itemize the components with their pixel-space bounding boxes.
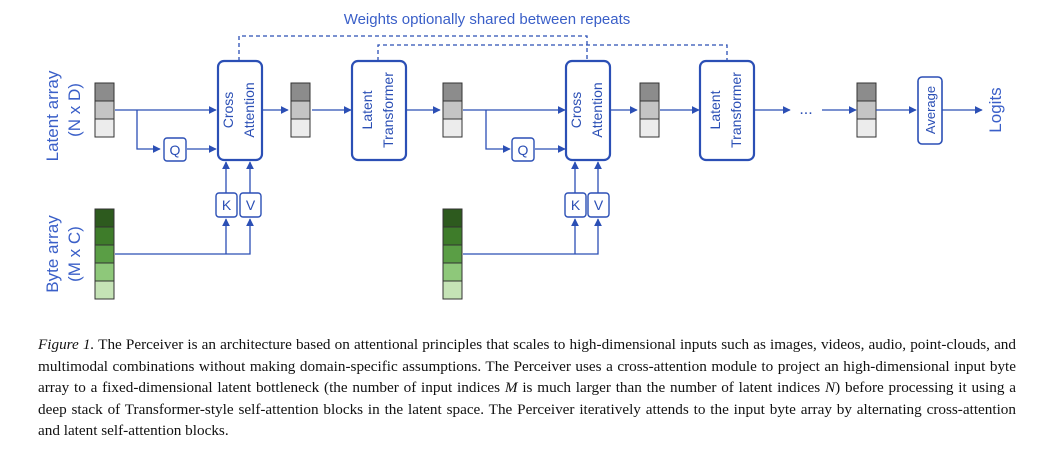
latent-array-1-cell (94, 118, 115, 138)
cross-attention-label-top: Cross (220, 92, 236, 129)
byte-array-1-cell (94, 226, 115, 246)
cross-attention-label-bottom: Attention (241, 82, 257, 137)
byte-array-2-cell (442, 244, 463, 264)
latent-array-side-label: Latent array (N x D) (43, 70, 84, 161)
latent-array-label: Latent array (43, 70, 62, 161)
latent-transformer-block-1: Latent Transformer (350, 59, 408, 162)
latent-array-3-cell (442, 82, 463, 102)
perceiver-architecture-diagram: Weights optionally shared between repeat… (43, 11, 1005, 300)
latent-array-4-cell (639, 100, 660, 120)
latent-array-1-cell (94, 100, 115, 120)
latent-array-2-cell (290, 118, 311, 138)
query-box-2: Q (511, 137, 535, 162)
key-label: K (222, 197, 232, 213)
latent-array-3-cell (442, 118, 463, 138)
latent-transformer-label-top: Latent (359, 90, 375, 129)
byte-array-1-cell (94, 262, 115, 282)
value-box (587, 192, 610, 218)
latent-array-5-cell (856, 100, 877, 120)
value-box (239, 192, 262, 218)
key-box (215, 192, 238, 218)
key-box (564, 192, 587, 218)
latent-array-4-cell (639, 82, 660, 102)
latent-array-dims: (N x D) (65, 83, 84, 137)
latent-transformer-label-bottom: Transformer (728, 72, 744, 148)
cross-attention-label-bottom: Attention (589, 82, 605, 137)
ellipsis: ... (799, 101, 812, 118)
figure-caption: Figure 1. The Perceiver is an architectu… (38, 334, 1016, 442)
latent-array-3-cell (442, 100, 463, 120)
average-label: Average (923, 86, 938, 134)
latent-array-2-cell (290, 100, 311, 120)
latent-transformer-block-2: Latent Transformer (698, 59, 756, 162)
latent-transformer-label-top: Latent (707, 90, 723, 129)
query-box-1: Q (163, 137, 187, 162)
byte-array-dims: (M x C) (65, 226, 84, 282)
byte-array-2-cell (442, 262, 463, 282)
figure-label: Figure 1. (38, 336, 95, 353)
latent-transformer-label-bottom: Transformer (380, 72, 396, 148)
caption-var-m: M (504, 379, 518, 396)
latent-array-4-cell (639, 118, 660, 138)
caption-text-part3: ) before processing it using a deep stac… (38, 379, 1016, 439)
caption-text-part1: The Perceiver is an architecture based o… (38, 336, 1016, 396)
caption-var-n: N (824, 379, 836, 396)
shared-weights-label: Weights optionally shared between repeat… (344, 11, 631, 28)
query-label: Q (518, 142, 529, 158)
byte-array-label: Byte array (43, 215, 62, 293)
byte-array-2-cell (442, 226, 463, 246)
key-value-boxes-2: K V (564, 192, 610, 218)
caption-text-part2: is much larger than the number of latent… (517, 379, 825, 396)
key-label: K (571, 197, 581, 213)
average-block: Average (917, 76, 943, 145)
flow-arrows (115, 106, 983, 255)
cross-attention-block-1: Cross Attention (216, 59, 264, 162)
shared-weights-connectors (238, 35, 728, 61)
latent-arrays (94, 82, 877, 138)
byte-array-side-label: Byte array (M x C) (43, 215, 84, 293)
query-label: Q (170, 142, 181, 158)
logits-label: Logits (986, 87, 1005, 132)
byte-array-2-cell (442, 208, 463, 228)
cross-attention-label-top: Cross (568, 92, 584, 129)
cross-attention-block-2: Cross Attention (564, 59, 612, 162)
byte-array-1-cell (94, 208, 115, 228)
byte-array-1-cell (94, 244, 115, 264)
latent-array-1-cell (94, 82, 115, 102)
byte-array-2-cell (442, 280, 463, 300)
latent-array-5-cell (856, 118, 877, 138)
byte-array-1-cell (94, 280, 115, 300)
key-value-boxes-1: K V (215, 192, 262, 218)
byte-arrays (94, 208, 463, 300)
latent-array-2-cell (290, 82, 311, 102)
latent-array-5-cell (856, 82, 877, 102)
value-label: V (594, 197, 604, 213)
value-label: V (246, 197, 256, 213)
